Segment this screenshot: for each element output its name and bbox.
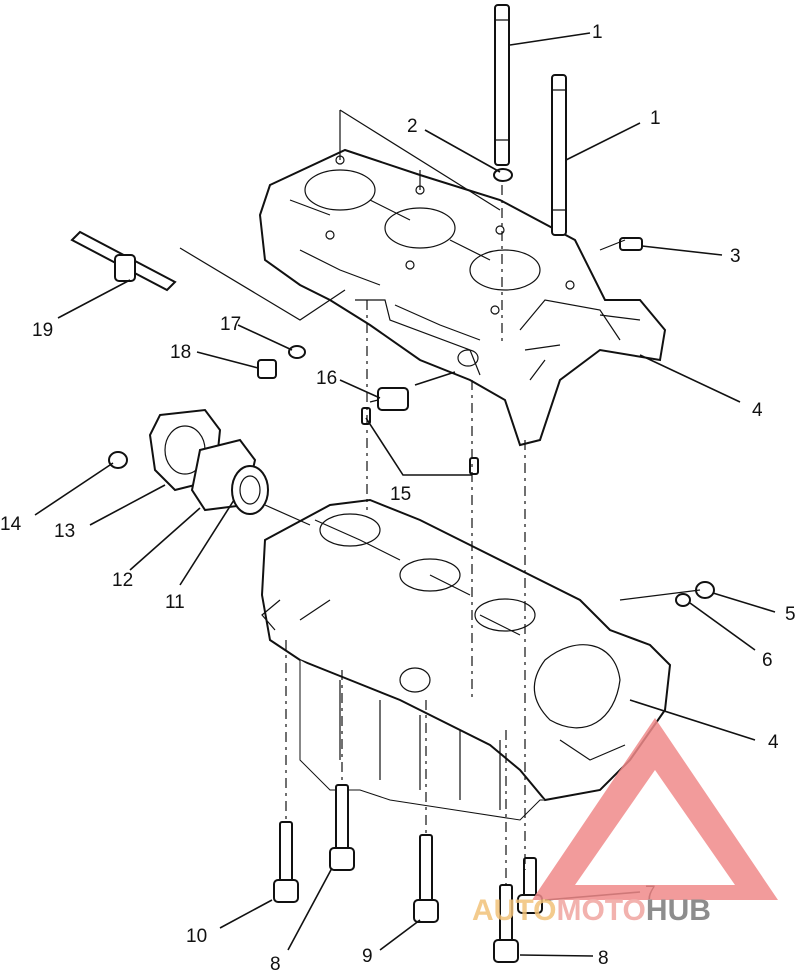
washer-17	[288, 345, 306, 359]
bolt-5-washer-6	[675, 581, 715, 607]
callout-numbers: 1 1 2 3 4 4 5 6 7 8 8 9 10 11 12 13 14 1…	[0, 22, 796, 973]
lower-crankcase	[260, 498, 672, 821]
watermark-text: AUTOMOTOHUB	[472, 894, 711, 927]
automotohub-watermark: AUTOMOTOHUB	[472, 718, 778, 927]
dowel-15	[361, 407, 479, 475]
watermark-hub: HUB	[646, 894, 711, 927]
callout-11: 11	[165, 592, 185, 613]
callout-14: 14	[0, 514, 22, 535]
stud-1-left	[494, 4, 510, 166]
callout-3: 3	[730, 246, 741, 267]
bolt-9	[413, 834, 439, 923]
callout-2: 2	[407, 116, 418, 137]
seal-11	[231, 465, 269, 515]
leader-lines	[34, 32, 776, 957]
callout-4-upper: 4	[752, 400, 763, 421]
callout-12: 12	[112, 570, 133, 591]
callout-17: 17	[220, 314, 241, 335]
callout-18: 18	[170, 342, 191, 363]
bolt-8-right	[493, 884, 519, 963]
bolt-8-left	[329, 784, 355, 871]
oil-pipe-19	[70, 230, 177, 292]
pin-3	[619, 237, 643, 251]
callout-8-right: 8	[598, 948, 609, 969]
callout-9: 9	[362, 946, 373, 967]
callout-4-lower: 4	[768, 732, 779, 753]
callout-13: 13	[54, 521, 75, 542]
assembly-lines	[179, 109, 701, 885]
callout-1-second: 1	[650, 108, 661, 129]
callout-8-left: 8	[270, 954, 281, 973]
callout-6: 6	[762, 650, 773, 671]
sensor-16	[369, 387, 409, 411]
watermark-auto: AUTO	[472, 894, 556, 927]
watermark-moto: MOTO	[556, 894, 645, 927]
callout-15: 15	[390, 484, 411, 505]
callout-5: 5	[785, 604, 796, 625]
callout-1-top: 1	[592, 22, 603, 43]
upper-crankcase	[258, 148, 667, 447]
bolt-10	[273, 821, 299, 903]
screw-14	[108, 451, 128, 469]
callout-10: 10	[186, 926, 207, 947]
watermark-triangle-logo	[532, 718, 778, 900]
plug-18	[257, 359, 277, 379]
callout-19: 19	[32, 320, 53, 341]
callout-16: 16	[316, 368, 337, 389]
stud-1-right	[551, 74, 567, 236]
